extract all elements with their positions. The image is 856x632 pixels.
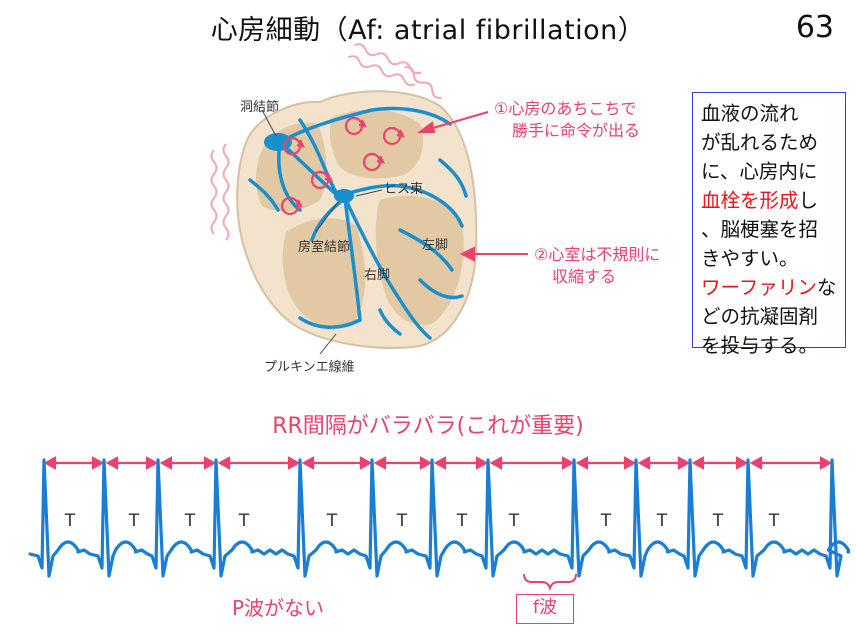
tremor-lines-left bbox=[210, 143, 230, 241]
ventricle-annotation-line2: 収縮する bbox=[552, 267, 617, 286]
rr-interval-arrow bbox=[301, 456, 373, 470]
rr-interval-arrow bbox=[691, 456, 749, 470]
t-wave-label: T bbox=[64, 511, 76, 531]
thrombus-highlight: 血栓を形成 bbox=[701, 189, 799, 212]
ventricle-annotation: ②心室は不規則に 収縮する bbox=[534, 244, 660, 288]
warfarin-highlight: ワーファリン bbox=[701, 276, 817, 299]
t-wave-label: T bbox=[326, 511, 338, 531]
rr-interval-title: RR間隔がバラバラ(これが重要) bbox=[272, 414, 584, 439]
info-line-rest: な bbox=[816, 276, 837, 299]
info-line: を投与する。 bbox=[701, 334, 819, 357]
t-wave-label: T bbox=[396, 511, 408, 531]
info-line: きやすい。 bbox=[701, 247, 799, 270]
rr-interval-arrow bbox=[433, 456, 489, 470]
t-wave-label: T bbox=[184, 511, 196, 531]
impulse-icon bbox=[362, 152, 385, 172]
t-wave-label: T bbox=[656, 511, 668, 531]
impulse-icon bbox=[344, 116, 367, 136]
atria-annotation-line2: 勝手に命令が出る bbox=[512, 121, 641, 140]
atria-annotation-line1: ①心房のあちこちで bbox=[494, 99, 637, 118]
t-wave-label: T bbox=[508, 511, 520, 531]
rr-interval-arrow bbox=[43, 456, 105, 470]
rr-interval-arrow bbox=[637, 456, 691, 470]
info-line: 、脳梗塞を招 bbox=[701, 218, 819, 241]
his-bundle-label: ヒス束 bbox=[384, 182, 424, 197]
right-ventricle bbox=[282, 218, 366, 329]
ventricle-annotation-line1: ②心室は不規則に bbox=[534, 245, 661, 264]
left-bundle-label: 左脚 bbox=[422, 238, 449, 253]
f-wave-label: f波 bbox=[516, 594, 574, 624]
rr-interval-arrow bbox=[159, 456, 217, 470]
rr-interval-arrow bbox=[575, 456, 637, 470]
sa-node-label: 洞結節 bbox=[240, 100, 280, 115]
info-line: 血栓を形成し bbox=[701, 186, 837, 215]
rr-interval-arrow bbox=[373, 456, 433, 470]
rr-interval-arrow bbox=[749, 456, 833, 470]
page-title: 心房細動（Af: atrial fibrillation） bbox=[210, 15, 646, 46]
purkinje-label: プルキンエ線維 bbox=[264, 360, 355, 375]
info-box: 血液の流れ が乱れるため に、心房内に 血栓を形成し 、脳梗塞を招 きやすい。 … bbox=[692, 92, 846, 357]
t-wave-label: T bbox=[768, 511, 780, 531]
sa-node-mark bbox=[264, 133, 292, 151]
impulse-icon bbox=[282, 136, 305, 156]
impulse-icon bbox=[310, 170, 333, 190]
t-wave-label: T bbox=[456, 511, 468, 531]
annotation-arrows bbox=[417, 111, 528, 262]
info-line: 血液の流れ bbox=[701, 102, 799, 125]
impulse-icon bbox=[280, 196, 303, 216]
f-wave-brace bbox=[523, 573, 577, 592]
ecg-trace bbox=[28, 458, 850, 578]
left-ventricle bbox=[375, 195, 464, 326]
page-number: 63 bbox=[795, 10, 834, 45]
av-node-mark bbox=[334, 189, 354, 203]
impulse-icon bbox=[382, 126, 405, 146]
label-pointers bbox=[261, 109, 383, 355]
av-node-label: 房室結節 bbox=[298, 240, 351, 255]
info-line: どの抗凝固剤 bbox=[701, 305, 819, 328]
atria-annotation: ①心房のあちこちで 勝手に命令が出る bbox=[494, 98, 640, 142]
impulse-icons bbox=[280, 116, 405, 216]
t-wave-label: T bbox=[238, 511, 250, 531]
t-wave-label: T bbox=[712, 511, 724, 531]
rr-interval-arrow bbox=[489, 456, 575, 470]
t-wave-label: T bbox=[128, 511, 140, 531]
info-line-rest: し bbox=[798, 189, 819, 212]
left-atrium bbox=[330, 109, 424, 179]
info-line: が乱れるため bbox=[701, 131, 819, 154]
rr-interval-arrow bbox=[217, 456, 301, 470]
rr-interval-arrow bbox=[105, 456, 159, 470]
right-bundle-label: 右脚 bbox=[364, 268, 391, 283]
info-line: に、心房内に bbox=[701, 160, 818, 183]
t-wave-label: T bbox=[600, 511, 612, 531]
p-wave-absent-label: P波がない bbox=[232, 596, 325, 620]
rr-interval-arrows bbox=[43, 456, 833, 470]
info-line: ワーファリンな bbox=[701, 273, 837, 302]
tremor-lines-top bbox=[348, 43, 442, 100]
